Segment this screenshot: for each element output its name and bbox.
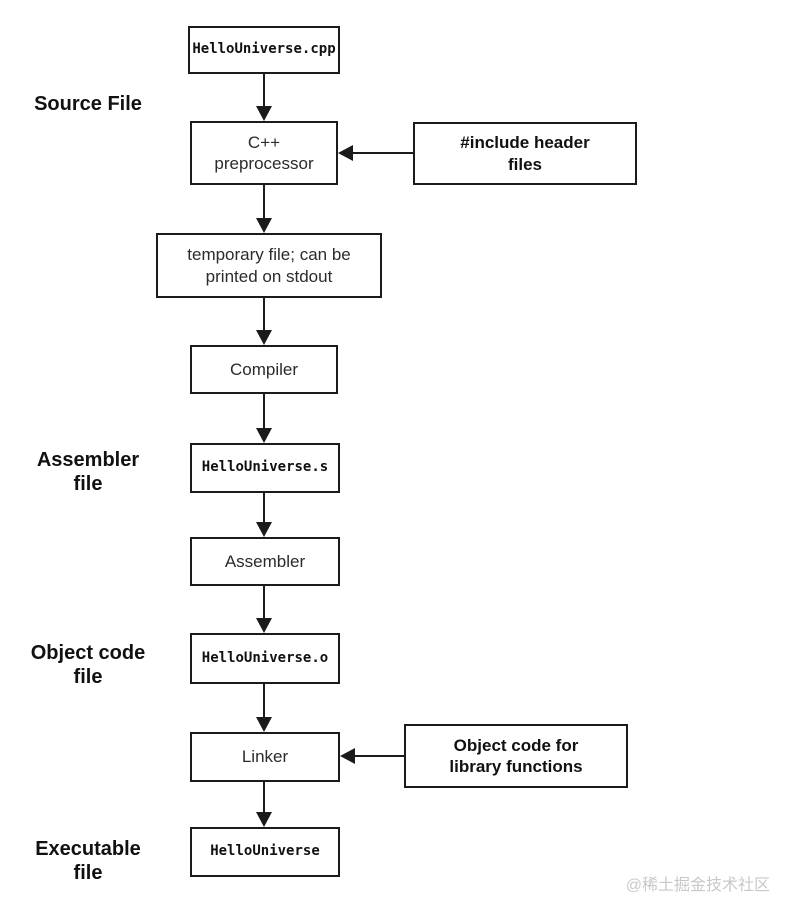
arrowhead-down-icon	[256, 717, 272, 732]
node-hellouniverse-cpp: HelloUniverse.cpp	[188, 26, 340, 74]
arrow-line	[263, 586, 265, 619]
node-cpp-preprocessor: C++ preprocessor	[190, 121, 338, 185]
arrow-line	[263, 493, 265, 523]
node-linker: Linker	[190, 732, 340, 782]
side-label-assembler-file: Assembler file	[36, 449, 140, 495]
node-object-code-library-functions: Object code for library functions	[404, 724, 628, 788]
arrowhead-down-icon	[256, 218, 272, 233]
arrowhead-down-icon	[256, 330, 272, 345]
arrowhead-down-icon	[256, 522, 272, 537]
side-label-executable-file: Executable file	[35, 838, 141, 884]
arrow-line	[352, 152, 413, 154]
arrowhead-down-icon	[256, 106, 272, 121]
arrow-line	[354, 755, 404, 757]
node-hellouniverse-o: HelloUniverse.o	[190, 633, 340, 684]
arrowhead-left-icon	[340, 748, 355, 764]
arrow-line	[263, 74, 265, 107]
arrowhead-down-icon	[256, 812, 272, 827]
arrowhead-left-icon	[338, 145, 353, 161]
node-assembler: Assembler	[190, 537, 340, 586]
node-compiler: Compiler	[190, 345, 338, 394]
arrow-line	[263, 394, 265, 429]
node-temporary-file: temporary file; can be printed on stdout	[156, 233, 382, 298]
arrow-line	[263, 185, 265, 219]
arrowhead-down-icon	[256, 428, 272, 443]
node-hellouniverse-executable: HelloUniverse	[190, 827, 340, 877]
node-include-header-files: #include header files	[413, 122, 637, 185]
side-label-source-file: Source File	[34, 93, 142, 115]
watermark-text: @稀土掘金技术社区	[625, 877, 770, 894]
side-label-object-code-file: Object code file	[30, 642, 146, 688]
node-hellouniverse-s: HelloUniverse.s	[190, 443, 340, 493]
arrowhead-down-icon	[256, 618, 272, 633]
arrow-line	[263, 782, 265, 813]
arrow-line	[263, 298, 265, 331]
arrow-line	[263, 684, 265, 718]
